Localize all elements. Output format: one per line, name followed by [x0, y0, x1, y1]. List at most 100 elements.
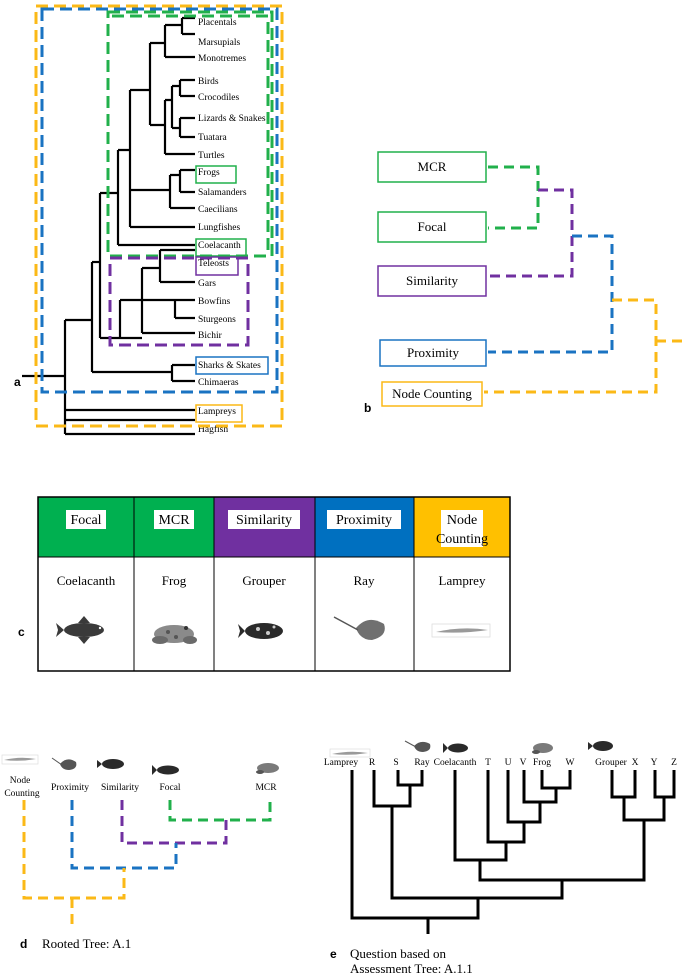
- taxon-label: Caecilians: [198, 205, 238, 215]
- mcr-region: [106, 10, 274, 258]
- tip-u: U: [505, 758, 512, 768]
- e-tree: [350, 770, 676, 934]
- frog-icon: [532, 743, 553, 754]
- ray-icon: [333, 616, 385, 640]
- taxon-label: Tuatara: [198, 133, 227, 143]
- proximity-region: [40, 7, 279, 394]
- panel-e-caption-line2: Assessment Tree: A.1.1: [350, 961, 473, 974]
- table-border: [37, 496, 511, 672]
- tip-mcr: MCR: [255, 783, 277, 793]
- proximity-connector: [488, 234, 614, 354]
- ray-icon: [404, 740, 431, 752]
- mcr-box: [377, 151, 487, 183]
- animal-coelacanth: Coelacanth: [57, 573, 116, 588]
- proximity-box-label: Proximity: [407, 345, 460, 360]
- lampreys-highlight-box: [195, 404, 243, 423]
- taxon-label: Hagfish: [198, 424, 228, 435]
- panel-a-label: a: [14, 375, 21, 389]
- header-similarity: Similarity: [236, 513, 292, 528]
- coelacanth-icon: [56, 616, 104, 644]
- tip-v: V: [520, 758, 527, 768]
- taxon-label: Bichir: [198, 331, 223, 341]
- header-node-counting: Node: [447, 513, 477, 528]
- node-counting-box-label: Node Counting: [392, 386, 472, 401]
- header-proximity: Proximity: [336, 513, 392, 528]
- focal-box: [377, 211, 487, 243]
- similarity-connector: [488, 188, 574, 278]
- tip-grouper: Grouper: [595, 758, 627, 768]
- taxon-label: Birds: [198, 77, 219, 87]
- panel-e-caption-line1: Question based on: [350, 946, 447, 961]
- taxon-label: Chimaeras: [198, 378, 239, 388]
- tip-s: S: [393, 758, 398, 768]
- taxon-label: Bowfins: [198, 296, 231, 307]
- coelacanth-icon: [152, 765, 179, 775]
- node-counting-box: [381, 381, 483, 407]
- taxon-label: Lungfishes: [198, 222, 241, 233]
- tip-ray: Ray: [414, 758, 430, 768]
- grouper-icon: [238, 623, 283, 639]
- tip-proximity: Proximity: [51, 783, 89, 793]
- similarity-box: [377, 265, 487, 297]
- taxon-label: Salamanders: [198, 188, 247, 198]
- tip-frog: Frog: [533, 758, 551, 768]
- frog-icon: [152, 625, 197, 644]
- tip-w: W: [566, 758, 575, 768]
- header-mcr: MCR: [158, 513, 190, 528]
- tip-x: X: [632, 758, 639, 768]
- tip-z: Z: [671, 758, 677, 768]
- panel-e-label: e: [330, 947, 337, 961]
- tip-counting: Counting: [4, 789, 40, 799]
- header-focal: Focal: [70, 513, 101, 528]
- animal-lamprey: Lamprey: [439, 573, 486, 588]
- sharks-highlight-box: [195, 356, 269, 375]
- d-similarity-edge: [120, 800, 228, 845]
- table-gridlines: [38, 497, 510, 671]
- mcr-focal-connector: [488, 165, 540, 230]
- tip-coelacanth: Coelacanth: [434, 758, 477, 768]
- panel-d-label: d: [20, 937, 27, 951]
- grouper-icon: [588, 741, 613, 751]
- panel-e: Lamprey R S Ray Coelacanth T U V Frog W …: [324, 740, 677, 934]
- tip-t: T: [485, 758, 491, 768]
- taxon-label: Sharks & Skates: [198, 361, 261, 371]
- tip-r: R: [369, 758, 376, 768]
- lamprey-icon: [329, 748, 371, 758]
- header-node-counting-2: Counting: [436, 532, 488, 547]
- tip-focal: Focal: [159, 783, 180, 793]
- node-counting-connector: [484, 298, 685, 394]
- panel-c-table: Focal MCR Similarity Proximity Node Coun…: [37, 496, 511, 672]
- d-proximity-edge: [70, 800, 178, 870]
- focal-region: [112, 14, 270, 252]
- tip-node: Node: [10, 776, 31, 786]
- panel-b: MCR Focal Similarity Proximity Node Coun…: [377, 151, 685, 407]
- similarity-region: [108, 256, 250, 347]
- tip-lamprey: Lamprey: [324, 758, 359, 768]
- node-counting-region: [34, 4, 284, 428]
- proximity-box: [379, 339, 487, 367]
- lamprey-icon: [1, 754, 39, 765]
- panel-b-label: b: [364, 401, 371, 415]
- tip-y: Y: [651, 758, 658, 768]
- panel-a-tree: [22, 16, 195, 436]
- animal-grouper: Grouper: [242, 573, 286, 588]
- taxon-label: Monotremes: [198, 54, 246, 64]
- animal-frog: Frog: [162, 573, 187, 588]
- panel-d: Node Counting Proximity Similarity Focal…: [1, 754, 279, 925]
- taxon-label: Teleosts: [198, 259, 229, 269]
- taxon-label: Sturgeons: [198, 315, 236, 325]
- taxon-label: Lampreys: [198, 407, 236, 417]
- taxon-label: Turtles: [198, 151, 225, 161]
- frog-icon: [256, 763, 279, 774]
- coelacanth-icon: [443, 743, 468, 753]
- grouper-icon: [97, 759, 124, 769]
- mcr-box-label: MCR: [418, 159, 447, 174]
- panel-a-labels: Placentals Marsupials Monotremes Birds C…: [198, 18, 266, 435]
- panel-d-caption: Rooted Tree: A.1: [42, 936, 131, 951]
- panel-c-label: c: [18, 625, 25, 639]
- taxon-label: Lizards & Snakes: [198, 114, 266, 124]
- ray-icon: [51, 757, 77, 770]
- tip-similarity: Similarity: [101, 783, 139, 793]
- d-node-counting-edge: [22, 800, 126, 925]
